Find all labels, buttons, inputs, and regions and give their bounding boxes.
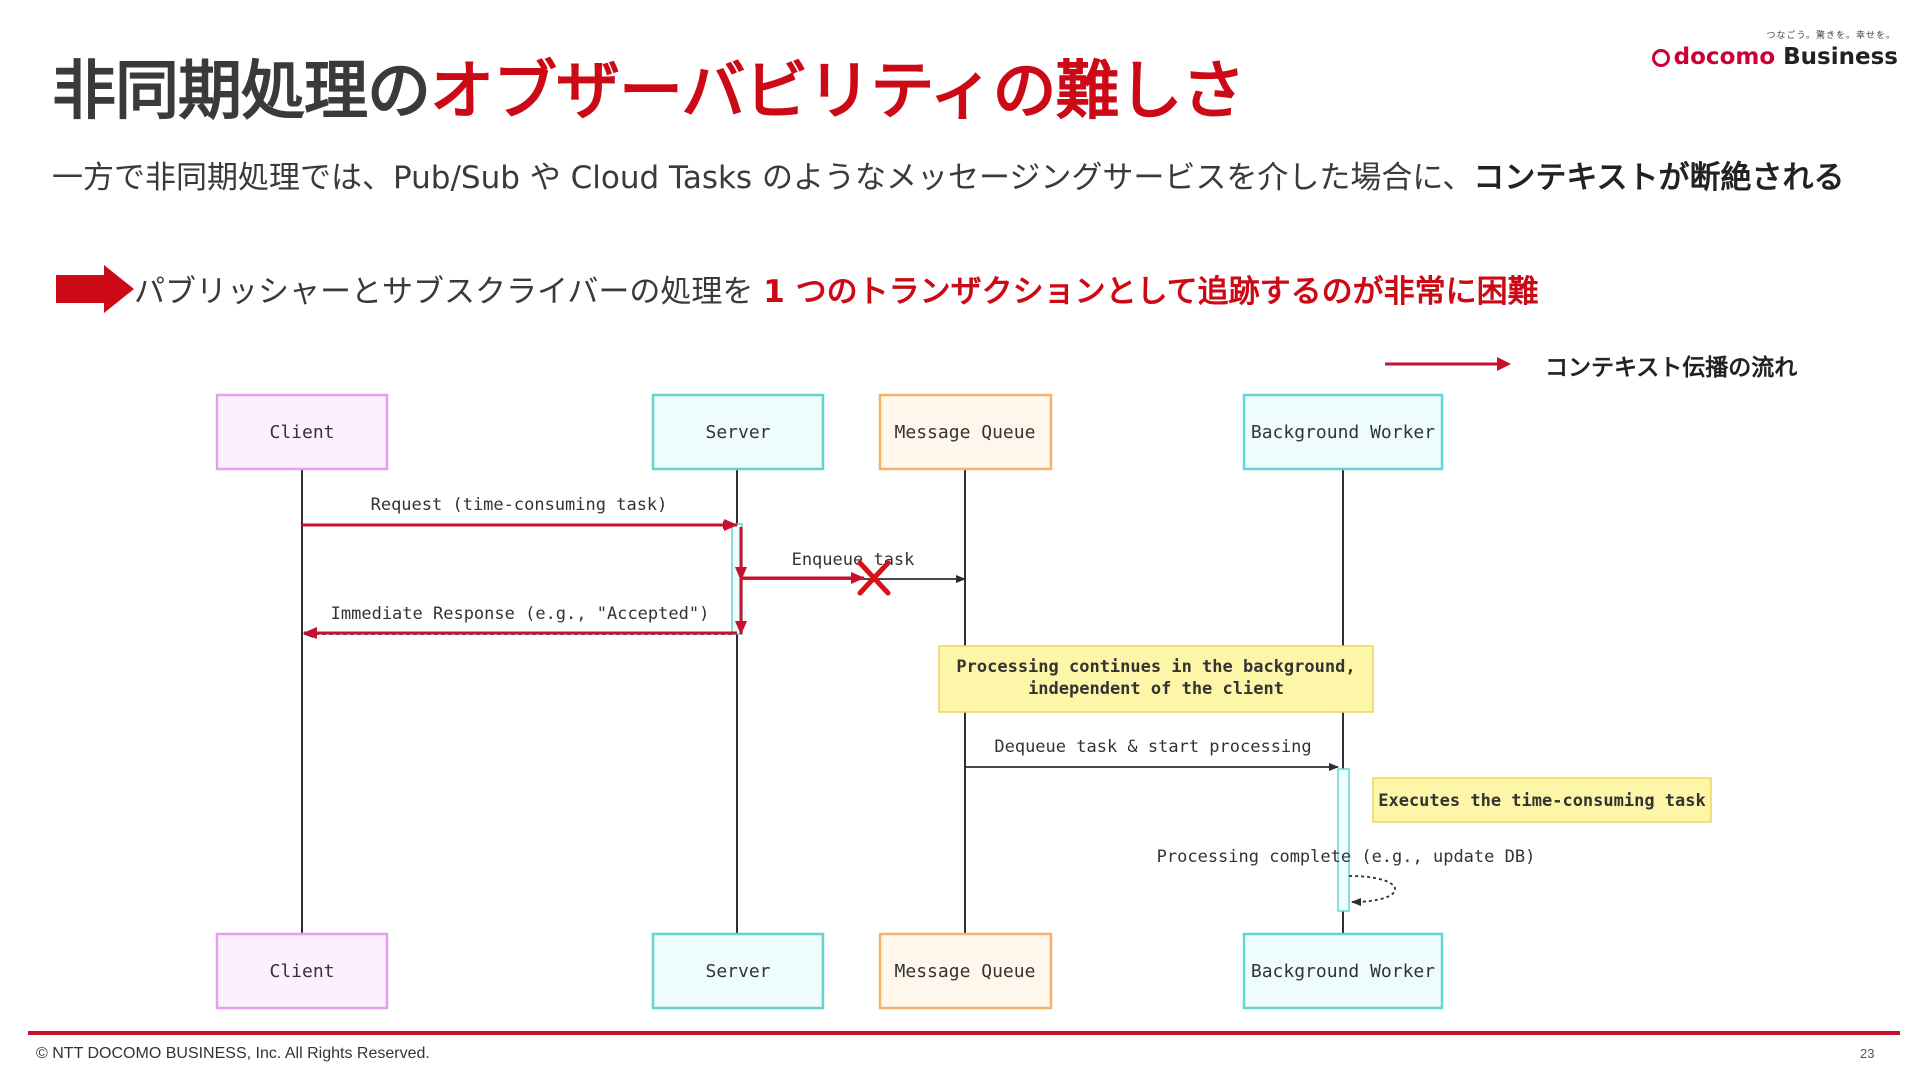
participant-server-bottom-label: Server <box>705 961 770 982</box>
conclusion-text: パブリッシャーとサブスクライバーの処理を 1 つのトランザクションとして追跡する… <box>134 266 1539 311</box>
message-complete-label: Processing complete (e.g., update DB) <box>1157 847 1536 867</box>
participant-mq-top <box>878 393 1053 471</box>
conclusion-red: 1 つのトランザクションとして追跡するのが非常に困難 <box>763 274 1539 310</box>
note-background-line1: Processing continues in the background, <box>956 657 1355 677</box>
participant-client-top-label: Client <box>269 422 334 443</box>
worker-activation-bar <box>1337 768 1350 912</box>
message-response-label: Immediate Response (e.g., "Accepted") <box>331 604 710 624</box>
conclusion-plain: パブリッシャーとサブスクライバーの処理を <box>134 274 754 310</box>
participant-mq-bottom <box>878 932 1053 1010</box>
docomo-mark-icon <box>1651 49 1670 67</box>
intro-plain: 一方で非同期処理では、Pub/Sub や Cloud Tasks のようなメッセ… <box>52 160 1474 196</box>
intro-bold: コンテキストが断絶される <box>1473 160 1845 196</box>
logo-docomo: docomo <box>1673 44 1776 70</box>
participant-worker-bottom-label: Background Worker <box>1251 961 1435 982</box>
logo-wordmark: docomo Business <box>1651 44 1898 70</box>
message-enqueue-label: Enqueue task <box>792 550 915 570</box>
conclusion-row: パブリッシャーとサブスクライバーの処理を 1 つのトランザクションとして追跡する… <box>56 262 1856 318</box>
logo-business: Business <box>1783 44 1898 70</box>
page-number: 23 <box>1860 1046 1875 1061</box>
participant-server-top-label: Server <box>705 422 770 443</box>
note-background-processing <box>938 645 1374 713</box>
participant-mq-top-label: Message Queue <box>895 422 1036 443</box>
note-executes-label: Executes the time-consuming task <box>1378 791 1706 811</box>
right-arrow-icon <box>56 265 134 313</box>
legend-label: コンテキスト伝播の流れ <box>1545 355 1798 381</box>
title-red-part: オブザーバビリティの難しさ <box>430 55 1246 129</box>
participant-mq-bottom-label: Message Queue <box>895 961 1036 982</box>
participant-worker-top <box>1242 393 1444 471</box>
page-title: 非同期処理のオブザーバビリティの難しさ <box>52 40 1246 132</box>
logo-tagline: つなごう。驚きを。幸せを。 <box>1766 31 1896 41</box>
context-broken-x-icon <box>857 560 891 596</box>
participant-worker-top-label: Background Worker <box>1251 422 1435 443</box>
legend-arrow-icon <box>1385 357 1511 371</box>
participant-client-top <box>215 393 389 471</box>
participant-worker-bottom <box>1242 932 1444 1010</box>
participant-client-bottom <box>215 932 389 1010</box>
docomo-business-logo: つなごう。驚きを。幸せを。 docomo Business <box>1651 24 1900 80</box>
intro-text: 一方で非同期処理では、Pub/Sub や Cloud Tasks のようなメッセ… <box>52 156 1852 200</box>
copyright: © NTT DOCOMO BUSINESS, Inc. All Rights R… <box>36 1045 430 1062</box>
footer-rule <box>28 1031 1900 1035</box>
participant-server-top <box>651 393 825 471</box>
message-request-label: Request (time-consuming task) <box>371 495 668 515</box>
message-dequeue-label: Dequeue task & start processing <box>994 737 1311 757</box>
participant-server-bottom <box>651 932 825 1010</box>
title-black-part: 非同期処理の <box>52 55 431 129</box>
message-complete-self-loop <box>1348 875 1396 906</box>
participant-client-bottom-label: Client <box>269 961 334 982</box>
note-background-line2: independent of the client <box>1028 679 1284 699</box>
note-executes <box>1372 777 1712 823</box>
